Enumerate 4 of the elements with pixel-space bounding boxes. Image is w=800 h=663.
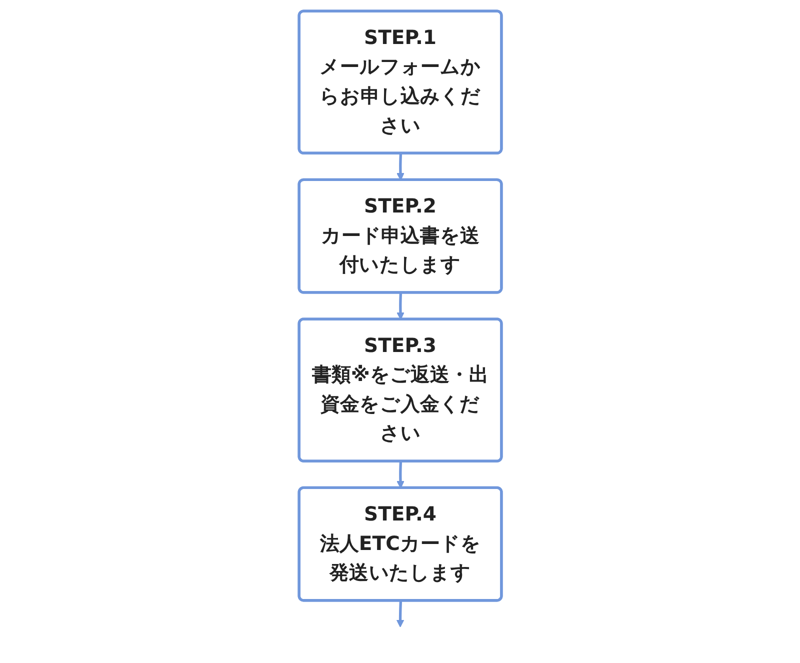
arrow	[396, 461, 404, 488]
arrow	[396, 154, 404, 181]
arrow	[396, 292, 404, 320]
arrow	[396, 600, 404, 628]
